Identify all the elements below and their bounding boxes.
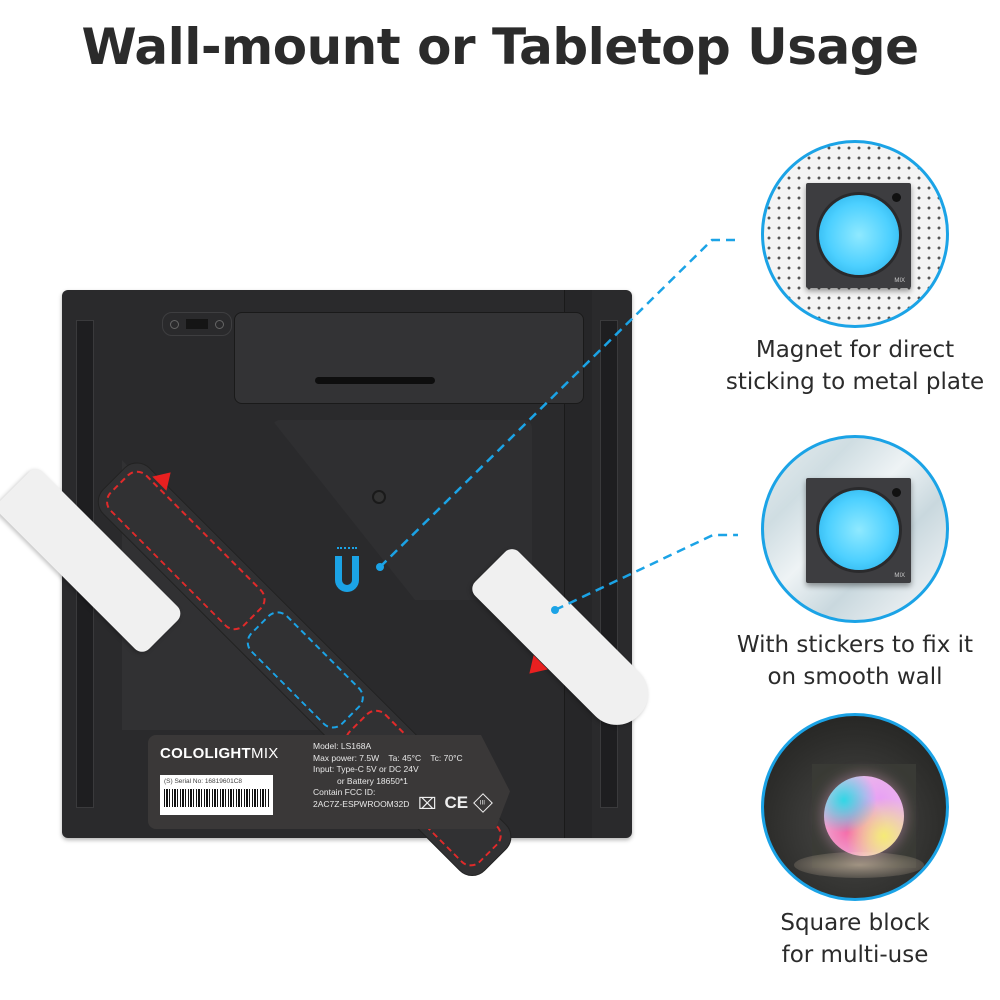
light-orb bbox=[819, 490, 899, 570]
barcode bbox=[164, 789, 269, 807]
rainbow-light-orb bbox=[824, 776, 904, 856]
certification-marks: ⌧ CE III bbox=[418, 793, 493, 813]
battery-cover bbox=[234, 312, 584, 404]
ce-mark-icon: CE bbox=[444, 793, 469, 812]
device-button-icon bbox=[892, 193, 901, 202]
feature-sticker: MIX With stickers to fix it on smooth wa… bbox=[725, 435, 985, 693]
marble-wall-image: MIX bbox=[761, 435, 949, 623]
floor-glow bbox=[794, 852, 924, 878]
magnet-field-icon bbox=[337, 547, 357, 551]
class-iii-icon: III bbox=[473, 793, 493, 813]
metal-plate-image: MIX bbox=[761, 140, 949, 328]
screw-icon bbox=[372, 490, 386, 504]
tabletop-image bbox=[761, 713, 949, 901]
switch-slider bbox=[185, 319, 208, 329]
power-switch bbox=[162, 312, 232, 336]
mini-device: MIX bbox=[806, 478, 911, 583]
spec-text: Model: LS168A Max power: 7.5W Ta: 45°C T… bbox=[313, 741, 463, 809]
serial-number: (S) Serial No: 16819601C8 bbox=[164, 778, 243, 785]
right-rail bbox=[600, 320, 618, 808]
feature-magnet: MIX Magnet for direct sticking to metal … bbox=[725, 140, 985, 398]
feature-caption: Magnet for direct sticking to metal plat… bbox=[725, 337, 985, 395]
light-orb bbox=[819, 195, 899, 275]
battery-slot bbox=[315, 377, 435, 384]
device-button-icon bbox=[892, 488, 901, 497]
mix-mark: MIX bbox=[894, 573, 905, 579]
switch-on-icon bbox=[214, 319, 224, 329]
mix-mark: MIX bbox=[894, 278, 905, 284]
switch-off-icon bbox=[170, 319, 180, 329]
serial-sticker: (S) Serial No: 16819601C8 bbox=[160, 775, 273, 815]
feature-tabletop: Square block for multi-use bbox=[725, 713, 985, 971]
feature-caption: With stickers to fix it on smooth wall bbox=[736, 632, 974, 690]
mini-device bbox=[812, 764, 916, 868]
feature-caption: Square block for multi-use bbox=[780, 910, 930, 968]
brand-logo: COLOLIGHTMIX bbox=[160, 745, 279, 762]
magnet-icon bbox=[335, 556, 359, 592]
weee-bin-icon: ⌧ bbox=[418, 793, 437, 813]
mini-device: MIX bbox=[806, 183, 911, 288]
page-title: Wall-mount or Tabletop Usage bbox=[81, 18, 919, 76]
spec-label: COLOLIGHTMIX (S) Serial No: 16819601C8 M… bbox=[148, 735, 510, 829]
